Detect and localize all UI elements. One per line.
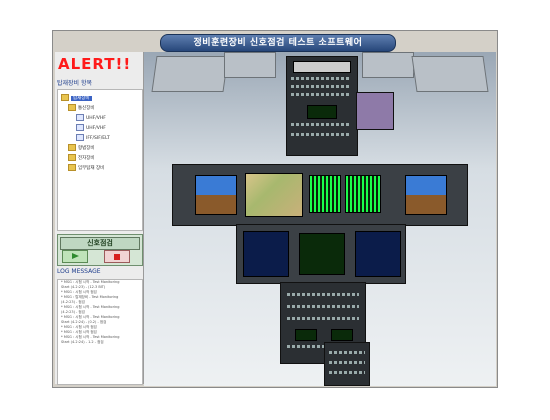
tree-item-elec[interactable]: 전자장비 — [68, 154, 95, 163]
log-line: * MSG : 시험 시작 - Test Monitoring — [61, 335, 120, 339]
log-line: * MSG : 시험 시작 - Test Monitoring — [61, 315, 120, 319]
folder-icon — [68, 144, 76, 151]
tree-item-label: 탑재장비 — [71, 96, 92, 101]
lower-instrument-panel[interactable] — [236, 224, 406, 284]
document-icon — [76, 134, 84, 141]
center-map-display[interactable] — [245, 173, 303, 217]
engine-display[interactable] — [309, 175, 341, 213]
folder-icon — [68, 104, 76, 111]
tree-header: 탑재장비 항목 — [57, 80, 93, 87]
main-instrument-panel[interactable] — [172, 164, 468, 226]
log-line: * MSG : 시험 시작 점검 — [61, 290, 97, 294]
equipment-tree[interactable]: 탑재장비 통신장비 UHF/VHF UHF/VHF IFF/SIF/ELT 항법… — [57, 89, 143, 231]
tree-item-uhf-vhf-1[interactable]: UHF/VHF — [76, 114, 106, 123]
center-console-upper[interactable] — [286, 56, 358, 156]
tree-item-iff[interactable]: IFF/SIF/ELT — [76, 134, 110, 143]
log-line: * MSG : 시험 시작 - Test Monitoring — [61, 280, 120, 284]
stop-button[interactable] — [104, 250, 130, 263]
log-line: (4.2:23) - 점검 — [61, 300, 85, 304]
pedestal-lower[interactable] — [324, 342, 370, 386]
tree-item-mission[interactable]: 임무탑재 장비 — [68, 164, 104, 173]
left-pfd-display[interactable] — [195, 175, 237, 215]
left-mfd-display[interactable] — [243, 231, 289, 277]
window-title: 정비훈련장비 신호점검 테스트 소프트웨어 — [160, 34, 396, 52]
log-line: Start (4.2:24) - (0.2) - 점검 — [61, 320, 107, 324]
overhead-panel-left-center[interactable] — [224, 52, 276, 78]
tree-item-label: 전자장비 — [78, 156, 95, 161]
cockpit-view — [144, 52, 496, 386]
log-line: Start (4.2:23) - (12.3 BIT) — [61, 285, 106, 289]
log-line: * MSG : 시험 시작 점검 — [61, 325, 97, 329]
folder-icon — [61, 94, 69, 101]
log-line: * MSG : 시험 시작 - Test Monitoring — [61, 305, 120, 309]
log-line: (4.2:23) - 점검 — [61, 310, 85, 314]
tree-item-label: 항법장비 — [78, 146, 95, 151]
folder-icon — [68, 154, 76, 161]
log-header: LOG MESSAGE — [57, 268, 101, 275]
alert-indicator: ALERT!! — [58, 55, 132, 73]
tree-item-uhf-vhf-2[interactable]: UHF/VHF — [76, 124, 106, 133]
tree-item-label: IFF/SIF/ELT — [86, 136, 110, 141]
log-lines: * MSG : 시험 시작 - Test Monitoring Start (4… — [58, 280, 142, 345]
tree-item-label: UHF/VHF — [86, 116, 106, 121]
tree-item-root[interactable]: 탑재장비 — [61, 94, 92, 103]
overhead-panel-right[interactable] — [411, 56, 489, 92]
log-panel[interactable]: * MSG : 시험 시작 - Test Monitoring Start (4… — [57, 279, 143, 385]
overhead-panel-right-center[interactable] — [362, 52, 414, 78]
log-line: * MSG : 시험 시작 점검 — [61, 330, 97, 334]
tree-item-label: UHF/VHF — [86, 126, 106, 131]
tree-item-nav[interactable]: 항법장비 — [68, 144, 95, 153]
tree-item-label: 임무탑재 장비 — [78, 166, 105, 171]
center-control-display[interactable] — [299, 233, 345, 275]
tree-item-comm[interactable]: 통신장비 — [68, 104, 95, 113]
overhead-panel-left[interactable] — [151, 56, 229, 92]
right-mfd-display[interactable] — [355, 231, 401, 277]
play-button[interactable] — [62, 250, 88, 263]
right-pfd-display[interactable] — [405, 175, 447, 215]
log-line: * MSG : 탑재장비 - Test Monitoring — [61, 295, 119, 299]
log-line: Start (4.2:24) - 1.2 - 점검 — [61, 340, 104, 344]
document-icon — [76, 124, 84, 131]
tree-item-label: 통신장비 — [78, 106, 95, 111]
folder-icon — [68, 164, 76, 171]
systems-display[interactable] — [345, 175, 381, 213]
side-switch-panel[interactable] — [356, 92, 394, 130]
document-icon — [76, 114, 84, 121]
signal-check-title: 신호점검 — [60, 237, 140, 250]
